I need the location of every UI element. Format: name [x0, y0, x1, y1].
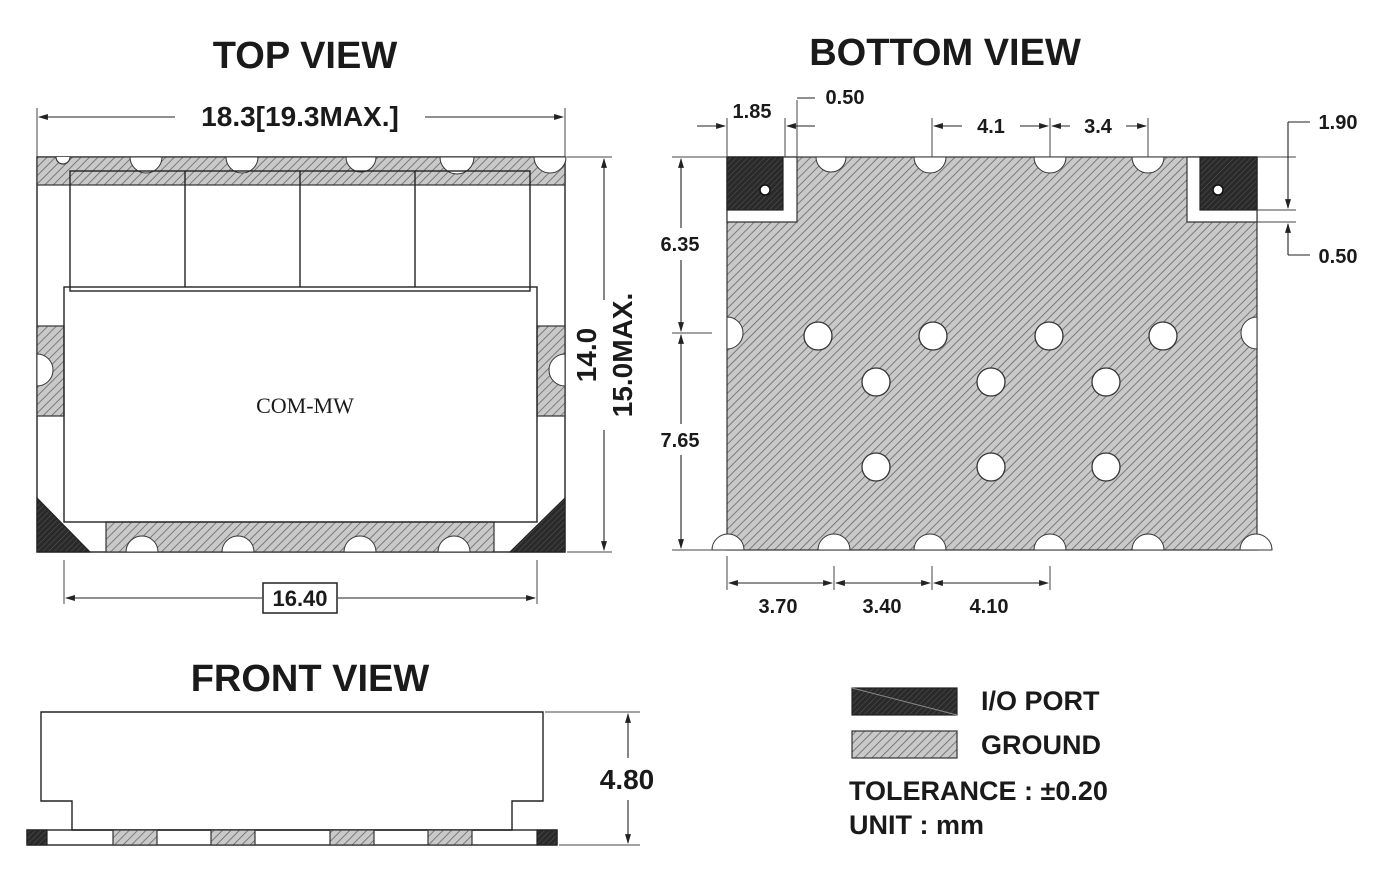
tolerance-note: TOLERANCE : ±0.20 [849, 776, 1108, 806]
legend: I/O PORT GROUND TOLERANCE : ±0.20 UNIT :… [849, 686, 1108, 840]
dim-4-10: 4.10 [970, 596, 1009, 618]
bottom-view-title: BOTTOM VIEW [809, 32, 1081, 74]
bottom-view: BOTTOM VIEW [661, 32, 1358, 618]
legend-ground-label: GROUND [981, 730, 1101, 760]
dim-7-65: 7.65 [661, 430, 700, 452]
top-view-title: TOP VIEW [213, 35, 398, 77]
front-height-dim: 4.80 [600, 764, 655, 795]
front-body [40, 711, 544, 831]
dim-1-85: 1.85 [733, 101, 772, 123]
top-height-dim: 14.0 [571, 328, 602, 383]
dim-3-4: 3.4 [1084, 116, 1113, 138]
unit-note: UNIT : mm [849, 810, 984, 840]
top-bottom-dim: 16.40 [272, 586, 327, 611]
front-view: FRONT VIEW 4.80 [26, 658, 655, 846]
top-height-max-dim: 15.0MAX. [607, 293, 638, 418]
top-label-block [63, 286, 538, 523]
legend-ground-swatch [851, 730, 958, 759]
top-width-dim: 18.3[19.3MAX.] [201, 101, 399, 132]
top-view: TOP VIEW 18.3[19.3MAX.] [36, 35, 638, 614]
dim-1-90: 1.90 [1319, 112, 1358, 134]
top-outline [36, 156, 566, 553]
bottom-ground-plane [726, 156, 1258, 551]
legend-io-label: I/O PORT [981, 686, 1100, 716]
bottom-vias [803, 321, 1178, 482]
front-view-title: FRONT VIEW [191, 658, 430, 700]
dim-0-50-right: 0.50 [1319, 246, 1358, 268]
dim-6-35: 6.35 [661, 234, 700, 256]
top-brand-label: COM-MW [256, 393, 354, 418]
dim-3-40: 3.40 [863, 596, 902, 618]
dim-0-50-top: 0.50 [826, 87, 865, 109]
dim-3-70: 3.70 [759, 596, 798, 618]
dim-4-1: 4.1 [977, 116, 1005, 138]
